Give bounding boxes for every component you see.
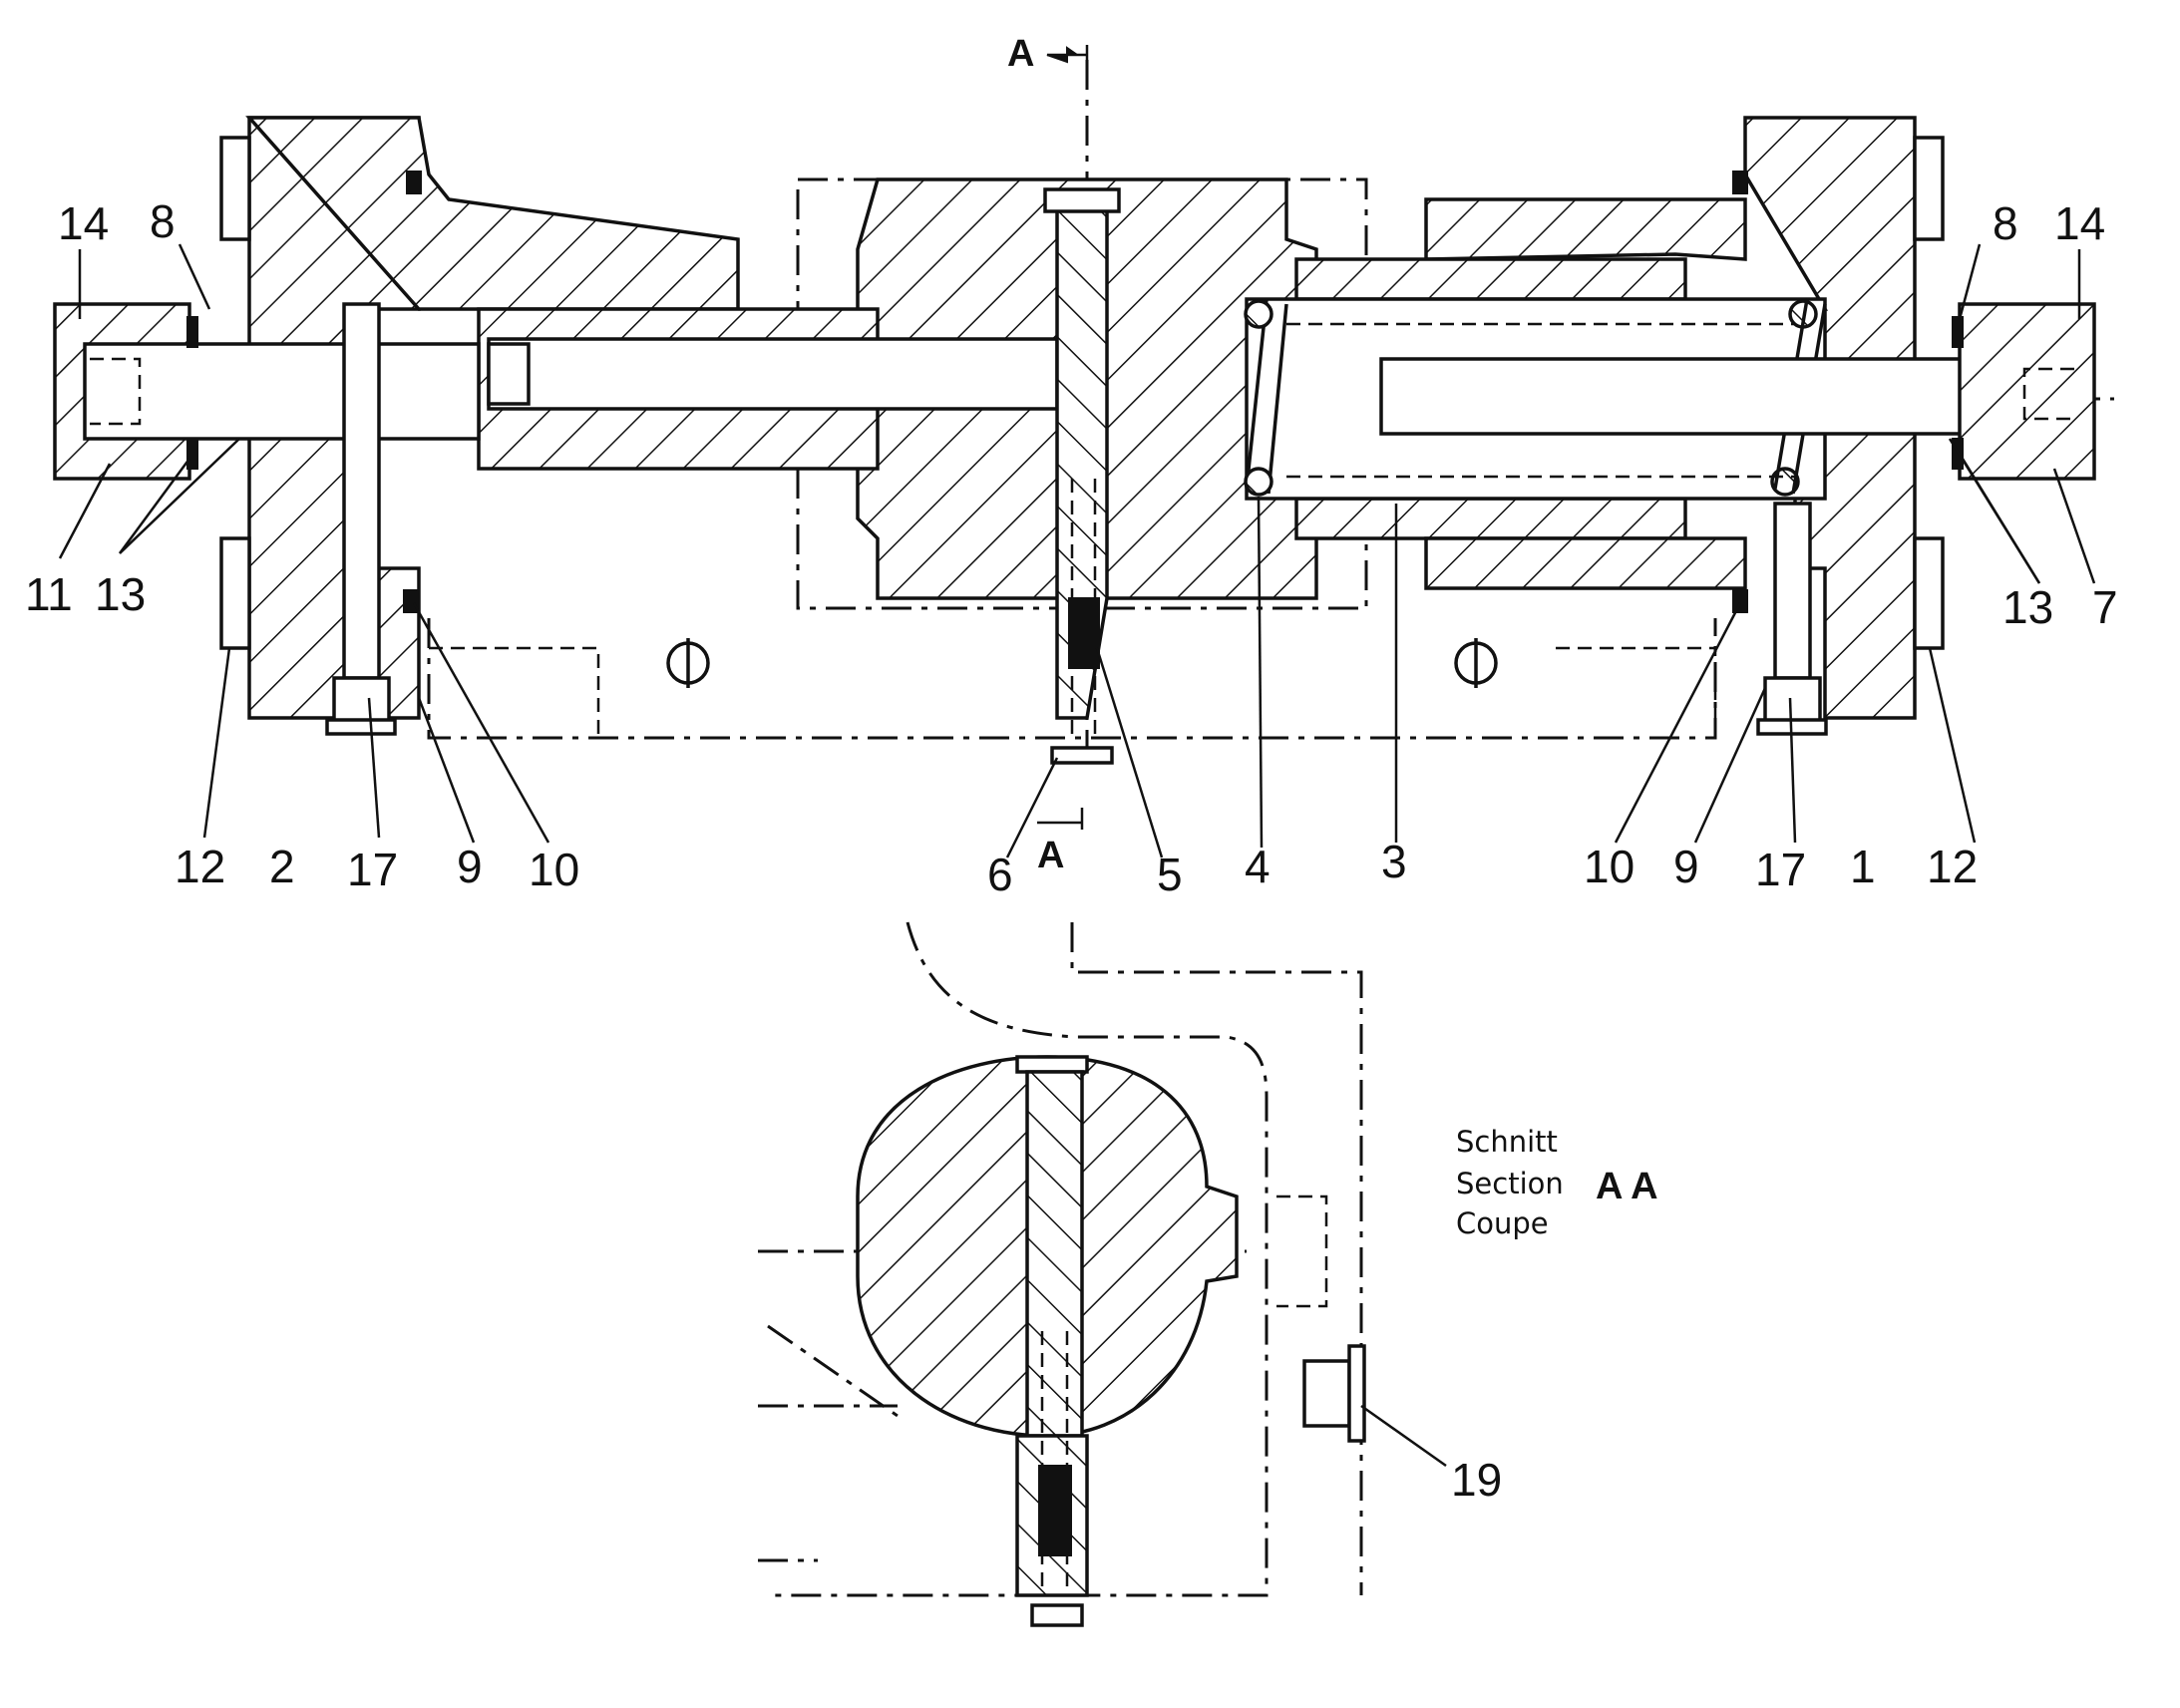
section-mark-bottom: A: [1037, 808, 1084, 876]
caption-coupe: Coupe: [1456, 1206, 1549, 1240]
callout-2: 2: [269, 841, 295, 892]
callout-5: 5: [1157, 849, 1183, 900]
callout-9-right: 9: [1673, 841, 1699, 892]
caption-section: Section: [1456, 1167, 1564, 1200]
callout-labels: 14 8 11 13 12 2 17 9 10 6 5 4 3 10 9 17 …: [25, 195, 2118, 1506]
callout-12-left: 12: [175, 841, 225, 892]
section-caption: Schnitt Section Coupe A A: [1456, 1125, 1658, 1240]
callout-9-left: 9: [457, 841, 483, 892]
callout-11: 11: [25, 568, 73, 620]
callout-7: 7: [2092, 581, 2118, 633]
callout-10-right: 10: [1584, 841, 1635, 892]
callout-13-left: 13: [95, 568, 146, 620]
section-label-top: A: [1007, 33, 1034, 75]
callout-14-right: 14: [2054, 197, 2105, 249]
callout-17-left: 17: [347, 844, 398, 895]
caption-tag: A A: [1596, 1166, 1658, 1207]
callout-4: 4: [1245, 841, 1271, 892]
right-end-cap: [1958, 302, 2096, 481]
callout-leaders: [58, 243, 2096, 858]
valve-pin-section: [1025, 1070, 1084, 1438]
callout-12-right: 12: [1927, 841, 1978, 892]
callout-13-right: 13: [2002, 581, 2053, 633]
section-label-bottom: A: [1037, 835, 1064, 876]
main-section-view: A A: [53, 33, 2114, 876]
callout-1: 1: [1850, 841, 1876, 892]
callout-8-right: 8: [1993, 197, 2018, 249]
section-aa-view: Schnitt Section Coupe A A: [758, 921, 1658, 1627]
callout-19: 19: [1451, 1454, 1502, 1506]
callout-10-left: 10: [529, 844, 579, 895]
callout-14-left: 14: [58, 197, 109, 249]
callout-8-left: 8: [150, 195, 176, 247]
callout-17-right: 17: [1755, 844, 1806, 895]
callout-3: 3: [1381, 836, 1407, 887]
callout-6: 6: [987, 849, 1013, 900]
section-mark-top: A: [1007, 33, 1089, 75]
caption-schnitt: Schnitt: [1456, 1125, 1558, 1159]
